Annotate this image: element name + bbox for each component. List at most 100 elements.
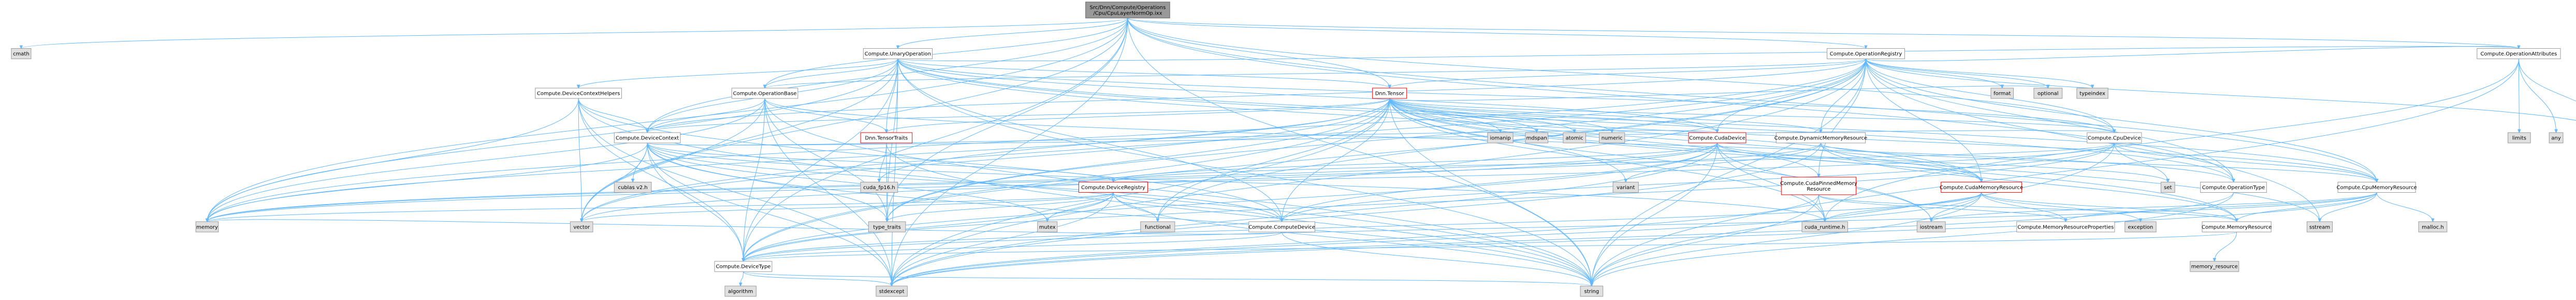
edge-root-to-string: [1127, 18, 1592, 286]
node-box: [1580, 285, 1604, 297]
node-mdspan: mdspan: [1525, 132, 1549, 144]
node-devctx[interactable]: Compute.DeviceContext: [614, 132, 681, 144]
node-box: [1941, 181, 2022, 193]
edge-tensor-to-devtype: [743, 98, 1390, 261]
node-tensor[interactable]: Dnn.Tensor: [1372, 88, 1407, 99]
node-label: Compute.CudaPinnedMemory: [1780, 181, 1857, 187]
node-box: [2418, 221, 2448, 233]
edge-tensor-to-sstream: [1389, 98, 2320, 222]
node-memres[interactable]: Compute.MemoryResource: [2202, 221, 2272, 233]
edge-tensor-to-functional: [1158, 98, 1390, 222]
edge-opreg-to-opattr: [1865, 46, 2519, 62]
edge-dch-to-devtype: [578, 98, 743, 261]
edge-tensor-to-memres: [1389, 98, 2237, 222]
node-cublas: cublas v2.h: [614, 181, 652, 193]
node-cpudev[interactable]: Compute.CpuDevice: [2087, 132, 2142, 144]
node-box: [2508, 132, 2531, 144]
node-cpumem[interactable]: Compute.CpuMemoryResource: [2337, 181, 2417, 193]
edge-opattr-to-cudaruntime: [1825, 59, 2519, 222]
node-dynmem[interactable]: Compute.DynamicMemoryResource: [1774, 132, 1867, 144]
edge-devctx-to-string: [647, 142, 1592, 286]
node-label: Dnn.TensorTraits: [865, 135, 908, 141]
edge-opreg-to-tensor: [1390, 59, 1866, 88]
node-label: Compute.CudaDevice: [1689, 135, 1745, 141]
edge-cudamem-to-memprops: [1981, 192, 2066, 221]
edge-cudadev-to-set: [1717, 142, 2168, 182]
node-dch[interactable]: Compute.DeviceContextHelpers: [535, 88, 622, 99]
edge-opreg-to-devtype: [743, 59, 1866, 262]
edge-opreg-to-memory: [207, 59, 1866, 222]
node-box: [1487, 132, 1513, 144]
edge-devtype-to-string: [743, 271, 1591, 286]
node-cmath: cmath: [11, 48, 32, 60]
node-compdev[interactable]: Compute.ComputeDevice: [1248, 221, 1315, 233]
node-box: [863, 48, 933, 60]
node-label: Compute.MemoryResource: [2202, 224, 2272, 230]
edge-devtype-to-stdexcept: [743, 271, 892, 286]
edge-dch-to-memory: [207, 98, 579, 222]
edge-cpudev-to-set: [2114, 142, 2167, 182]
node-algorithm: algorithm: [724, 285, 756, 297]
edge-tensor-to-compdev: [1282, 98, 1390, 222]
edge-cudamem-to-devtype: [743, 192, 1982, 261]
edge-tensor-to-tentraits: [886, 98, 1390, 133]
edge-unop-to-memory: [207, 59, 898, 222]
node-devreg[interactable]: Compute.DeviceRegistry: [1078, 181, 1148, 193]
node-opattr[interactable]: Compute.OperationAttributes: [2477, 48, 2561, 60]
edge-cudamem-to-iostream: [1931, 192, 1982, 221]
node-opbase[interactable]: Compute.OperationBase: [731, 88, 798, 99]
node-box: [1037, 221, 1058, 233]
edge-unop-to-string: [897, 59, 1592, 286]
node-box: [1525, 132, 1549, 144]
edge-tensor-to-cpudev: [1389, 98, 2115, 133]
node-label: Compute.DeviceContext: [616, 135, 679, 141]
node-label: memory_resource: [2191, 264, 2238, 270]
node-tentraits[interactable]: Dnn.TensorTraits: [860, 132, 913, 144]
edge-opbase-to-tentraits: [764, 98, 886, 133]
node-label: cuda_fp16.h: [863, 185, 895, 191]
node-iomanip: iomanip: [1487, 132, 1513, 144]
node-box: [1781, 177, 1857, 195]
node-label: Compute.DeviceContextHelpers: [537, 91, 620, 96]
node-unop[interactable]: Compute.UnaryOperation: [863, 48, 933, 60]
node-atomic: atomic: [1563, 132, 1587, 144]
node-memory: memory: [195, 221, 219, 233]
edge-devreg-to-stdexcept: [892, 192, 1114, 286]
edge-opreg-to-cudadev: [1718, 59, 1866, 133]
edge-opattr-to-umap: [2518, 59, 2576, 102]
node-box: [1775, 132, 1866, 144]
node-label: Compute.OperationRegistry: [1830, 51, 1902, 57]
node-label: sstream: [2309, 224, 2330, 230]
node-box: [731, 88, 798, 99]
node-cudadev[interactable]: Compute.CudaDevice: [1688, 132, 1747, 144]
node-memprops[interactable]: Compute.MemoryResourceProperties: [2016, 221, 2115, 233]
edge-tensor-to-cpumem: [1389, 98, 2377, 182]
node-label: Compute.CpuMemoryResource: [2337, 185, 2417, 191]
edge-opattr-to-any: [2518, 59, 2556, 133]
node-box: [535, 88, 622, 99]
node-box: [1140, 221, 1175, 233]
node-label: cuda_runtime.h: [1804, 224, 1845, 230]
node-box: [614, 181, 652, 193]
node-root[interactable]: Src/Dnn/Compute/Operations/Cpu/CpuLayerN…: [1085, 2, 1170, 19]
node-optional: optional: [2033, 88, 2063, 99]
edge-opreg-to-umap: [1865, 59, 2576, 121]
node-box: [2076, 88, 2108, 99]
edge-unop-to-cudamem: [897, 59, 1982, 182]
node-label: functional: [1145, 224, 1171, 230]
edge-opreg-to-cpudev: [1865, 59, 2114, 133]
node-cudamem[interactable]: Compute.CudaMemoryResource: [1940, 181, 2023, 193]
edge-unop-to-dch: [578, 59, 898, 88]
edge-unop-to-cpudev: [897, 59, 2114, 133]
node-label: Src/Dnn/Compute/Operations: [1090, 5, 1166, 10]
node-devtype[interactable]: Compute.DeviceType: [714, 261, 773, 272]
node-opreg[interactable]: Compute.OperationRegistry: [1826, 48, 1905, 60]
node-label: iostream: [1920, 224, 1943, 230]
node-functional: functional: [1140, 221, 1175, 233]
edge-devctx-to-memory: [207, 142, 648, 222]
edge-root-to-devtype: [743, 18, 1128, 261]
node-box: [570, 221, 593, 233]
node-optype[interactable]: Compute.OperationType: [2200, 181, 2267, 193]
node-label: Compute.CudaMemoryResource: [1940, 185, 2023, 191]
